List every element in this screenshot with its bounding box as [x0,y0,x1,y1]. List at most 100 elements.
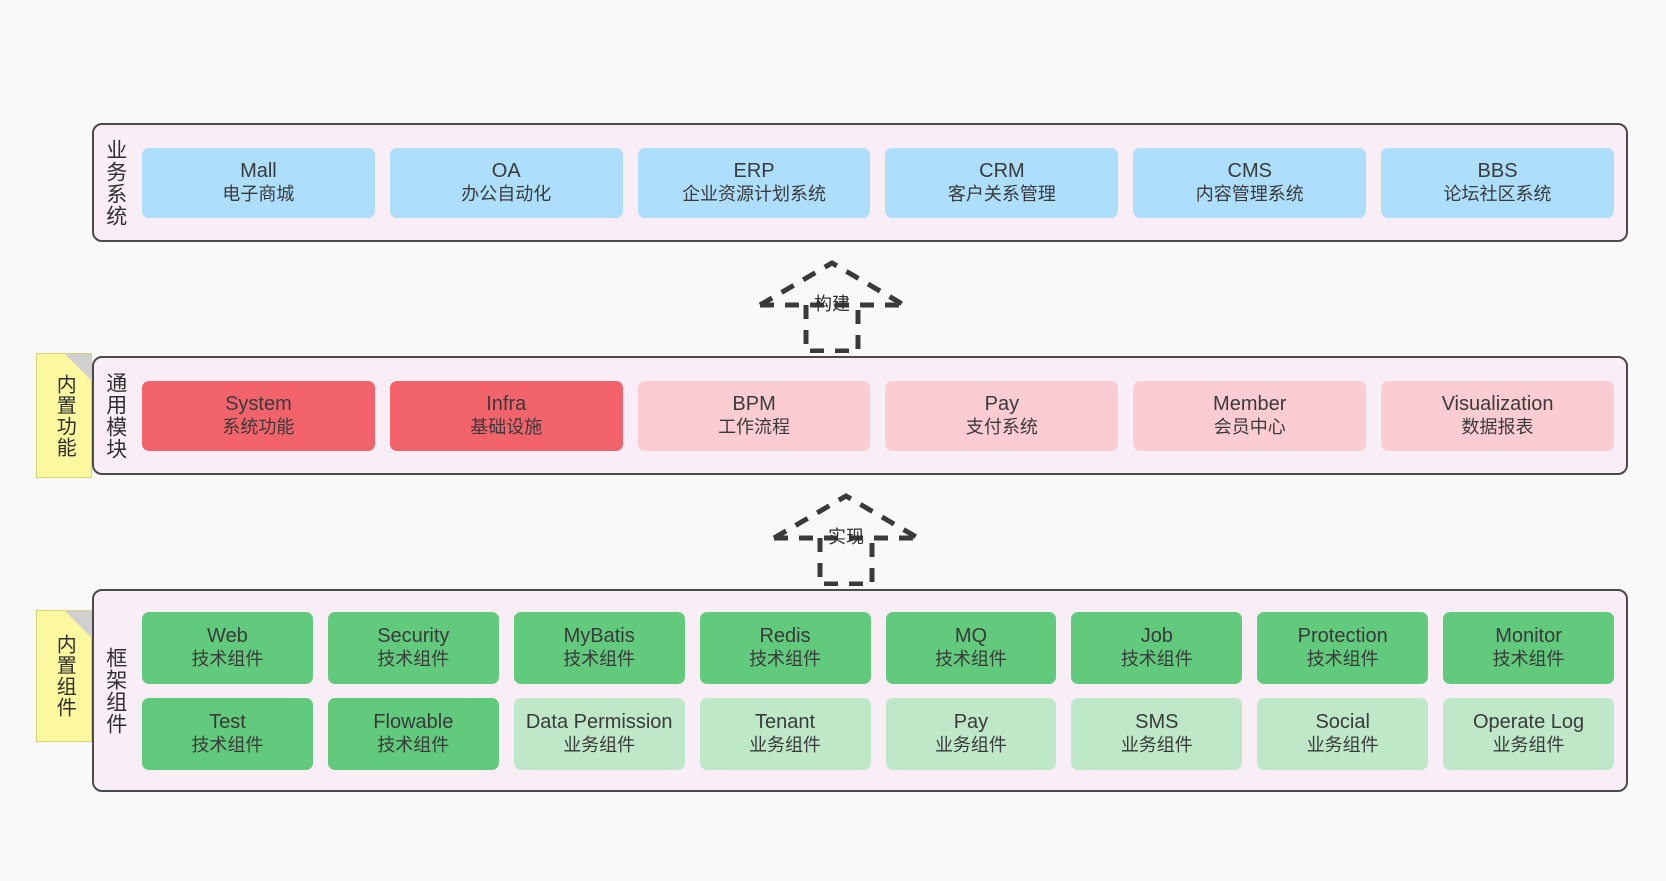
card-title: Social [1315,711,1370,734]
card-title: System [225,393,292,416]
card-subtitle: 技术组件 [377,734,450,755]
card-title: Data Permission [525,711,673,734]
card-title: Job [1140,625,1173,648]
card-title: ERP [733,160,775,183]
arrow-build-label: 构建 [814,294,850,314]
panel-business-systems-label: 业务系统 [103,138,127,227]
card-title: Tenant [755,711,816,734]
card-subtitle: 技术组件 [563,648,636,669]
panel-framework-components-label: 框架组件 [103,646,127,735]
card-subtitle: 业务组件 [1120,734,1193,755]
card-title: BPM [732,393,776,416]
card-subtitle: 工作流程 [718,416,791,437]
card-title: Pay [984,393,1020,416]
card-title: MyBatis [563,625,635,648]
card-title: Test [209,711,246,734]
card-subtitle: 办公自动化 [461,183,552,204]
card-title: OA [491,160,521,183]
card-title: Protection [1297,625,1388,648]
card-subtitle: 系统功能 [222,416,295,437]
card-subtitle: 论坛社区系统 [1443,183,1552,204]
sticky-note-builtin-components: 内置组件 [36,610,92,742]
card-title: Member [1213,393,1287,416]
arrow-build: 构建 [757,258,907,353]
card-title: Web [207,625,248,648]
card-subtitle: 技术组件 [191,648,264,669]
card-title: Monitor [1495,625,1562,648]
card-title: Pay [953,711,989,734]
card-subtitle: 内容管理系统 [1195,183,1304,204]
card-subtitle: 数据报表 [1461,416,1534,437]
card-title: Redis [759,625,811,648]
card-subtitle: 企业资源计划系统 [682,183,827,204]
card-subtitle: 业务组件 [563,734,636,755]
card-title: Security [377,625,450,648]
card-title: CRM [979,160,1025,183]
card-subtitle: 技术组件 [1306,648,1379,669]
card-title: BBS [1477,160,1518,183]
card-subtitle: 技术组件 [749,648,822,669]
card-subtitle: 技术组件 [191,734,264,755]
card-title: MQ [954,625,988,648]
sticky-note-builtin-features: 内置功能 [36,353,92,478]
panel-common-modules-label: 通用模块 [103,371,127,460]
card-subtitle: 技术组件 [934,648,1007,669]
card-subtitle: 会员中心 [1213,416,1286,437]
card-title: Mall [240,160,277,183]
card-title: Infra [486,393,527,416]
arrow-implement-label: 实现 [828,527,864,547]
card-title: CMS [1227,160,1272,183]
card-title: Visualization [1441,393,1554,416]
card-title: SMS [1135,711,1179,734]
card-subtitle: 电子商城 [222,183,295,204]
card-subtitle: 业务组件 [934,734,1007,755]
card-subtitle: 业务组件 [749,734,822,755]
card-subtitle: 技术组件 [377,648,450,669]
card-title: Flowable [373,711,454,734]
card-subtitle: 支付系统 [965,416,1038,437]
card-subtitle: 业务组件 [1306,734,1379,755]
card-title: Operate Log [1472,711,1585,734]
card-subtitle: 客户关系管理 [947,183,1056,204]
arrow-implement: 实现 [771,491,921,586]
card-subtitle: 基础设施 [470,416,543,437]
